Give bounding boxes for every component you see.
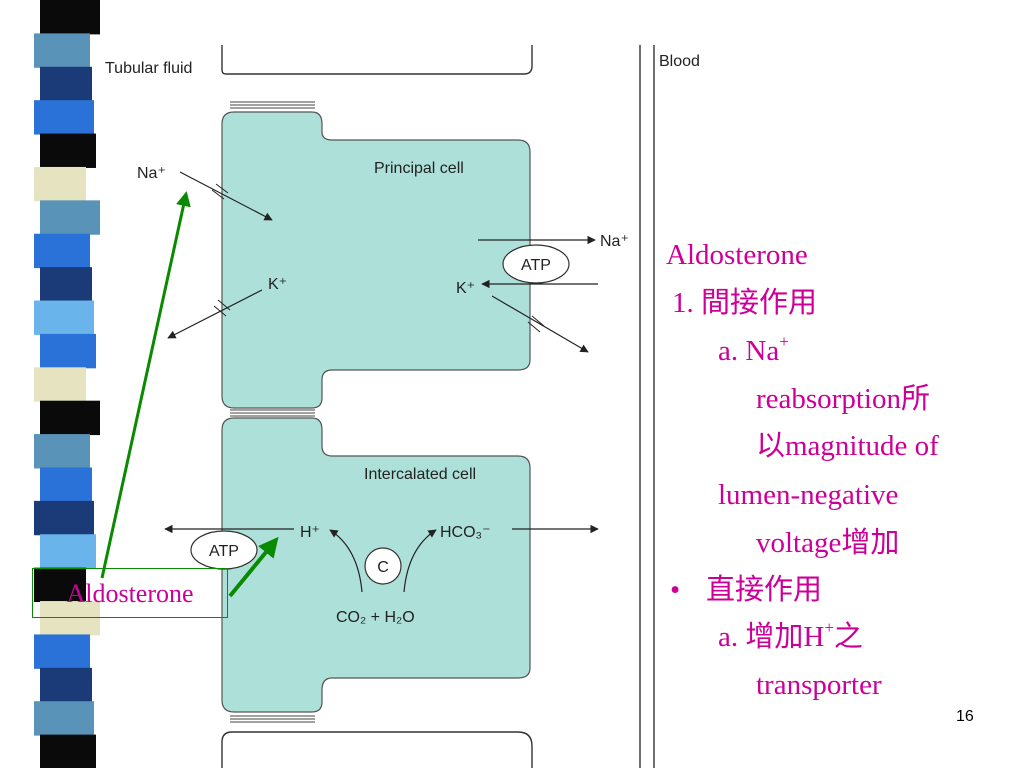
k-plus-label-pump: K⁺ bbox=[456, 280, 475, 297]
k-channel-lumen bbox=[213, 299, 231, 317]
tight-junction-middle bbox=[230, 409, 315, 417]
sidebar-stripe bbox=[40, 400, 100, 436]
sidebar-stripe bbox=[40, 200, 100, 235]
annotation-bullet: • bbox=[670, 574, 681, 606]
na-entry-arrow bbox=[179, 171, 273, 221]
item1a-prefix: a. Na bbox=[718, 335, 780, 367]
sidebar-stripe bbox=[34, 33, 90, 68]
k-exit-arrow bbox=[167, 289, 263, 339]
atp-label-intercalated: ATP bbox=[209, 543, 239, 560]
item2a-sup: + bbox=[824, 618, 834, 638]
na-channel bbox=[211, 183, 229, 200]
sidebar-stripe bbox=[40, 0, 100, 35]
item2a-suffix: 之 bbox=[833, 621, 863, 653]
sidebar-stripe bbox=[40, 667, 92, 703]
hco3-generation-arrow bbox=[403, 529, 437, 593]
annotation-item1a: a. Na+ bbox=[718, 333, 789, 369]
annotation-item1: 1. 間接作用 bbox=[672, 287, 818, 319]
sidebar-stripe bbox=[34, 567, 86, 603]
h-plus-label: H⁺ bbox=[300, 524, 320, 541]
aldosterone-box: Aldosterone bbox=[32, 568, 228, 618]
sidebar-stripe bbox=[40, 467, 92, 502]
top-cell-outline bbox=[221, 45, 533, 75]
sidebar-stripe bbox=[34, 100, 94, 135]
sidebar-stripe bbox=[34, 233, 90, 269]
carbonic-anhydrase bbox=[364, 547, 402, 585]
sidebar-stripe bbox=[40, 734, 96, 768]
sidebar-stripe bbox=[40, 133, 96, 168]
c-label: C bbox=[377, 559, 389, 576]
sidebar-stripe bbox=[34, 634, 90, 669]
sidebar-stripe bbox=[40, 333, 96, 369]
principal-cell bbox=[221, 111, 531, 409]
principal-cell-label: Principal cell bbox=[374, 160, 464, 177]
na-plus-label-blood: Na⁺ bbox=[600, 233, 629, 250]
sidebar-stripe bbox=[34, 701, 94, 736]
sidebar-stripe bbox=[40, 534, 96, 569]
atp-pump-intercalated bbox=[190, 530, 258, 570]
k-plus-label-cell: K⁺ bbox=[268, 276, 287, 293]
na-plus-label-lumen: Na⁺ bbox=[137, 165, 166, 182]
annotation-item1a-line3: 以magnitude of bbox=[756, 430, 939, 462]
sidebar-stripe bbox=[34, 367, 86, 402]
sidebar-stripe bbox=[40, 601, 100, 636]
annotation-title: Aldosterone bbox=[666, 239, 808, 271]
tight-junction-top bbox=[230, 101, 315, 109]
co2-h2o-label: CO₂ + H₂O bbox=[336, 609, 415, 626]
k-channel-blood bbox=[527, 315, 545, 333]
annotation-item1a-line2: reabsorption所 bbox=[756, 383, 930, 415]
annotation-item2a: a. 增加H+之 bbox=[718, 619, 863, 655]
sidebar-stripe bbox=[34, 300, 94, 335]
sidebar-stripe bbox=[40, 267, 92, 302]
hco3-label: HCO₃⁻ bbox=[440, 524, 491, 541]
item1a-sup: + bbox=[779, 332, 789, 352]
sidebar-stripes bbox=[34, 0, 100, 768]
intercalated-cell-label: Intercalated cell bbox=[364, 466, 476, 483]
decorative-sidebar bbox=[34, 0, 100, 768]
annotation-item1a-line4: lumen-negative bbox=[718, 479, 899, 511]
blood-label: Blood bbox=[659, 53, 700, 70]
k-leak-arrow bbox=[491, 295, 589, 353]
bottom-cell-outline bbox=[221, 731, 533, 768]
annotation-item2a-line2: transporter bbox=[756, 669, 882, 701]
atp-label-principal: ATP bbox=[521, 257, 551, 274]
sidebar-stripe bbox=[34, 500, 94, 536]
aldosterone-to-na-arrow bbox=[100, 191, 191, 579]
tight-junction-bottom bbox=[230, 715, 315, 723]
atp-pump-principal bbox=[502, 244, 570, 284]
sidebar-stripe bbox=[40, 66, 92, 102]
sidebar-stripe bbox=[34, 434, 90, 469]
annotation-item2: 直接作用 bbox=[706, 574, 823, 606]
tubular-fluid-label: Tubular fluid bbox=[105, 60, 192, 77]
sidebar-stripe bbox=[34, 166, 86, 202]
item2a-prefix: a. 增加H bbox=[718, 621, 825, 653]
h-generation-arrow bbox=[329, 529, 363, 593]
slide-number: 16 bbox=[956, 708, 974, 725]
aldosterone-to-pump-arrow bbox=[228, 536, 279, 598]
annotation-item1a-line5: voltage增加 bbox=[756, 527, 900, 559]
